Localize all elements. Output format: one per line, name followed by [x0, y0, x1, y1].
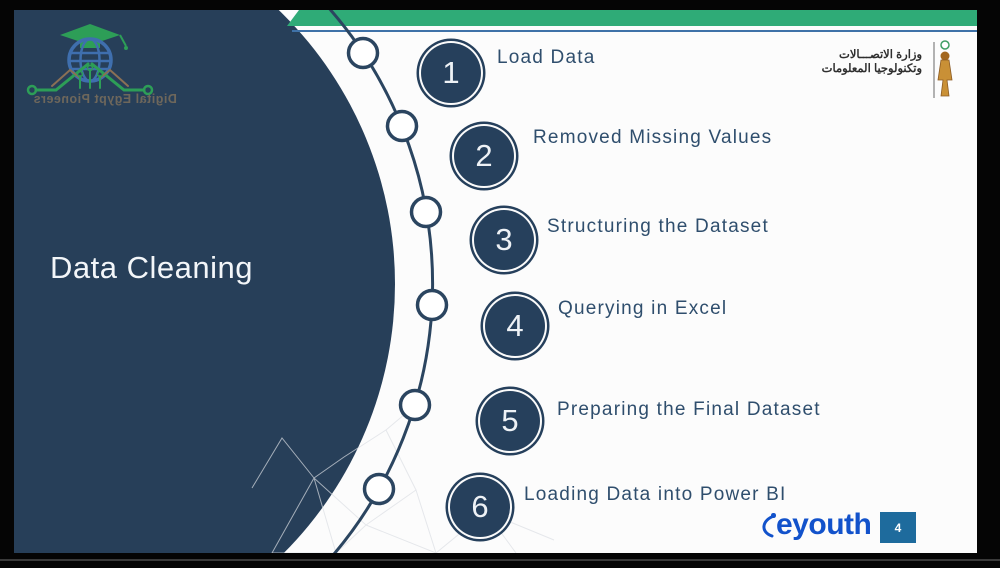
timeline-node-6	[362, 472, 396, 506]
step-6-number: 6	[471, 489, 489, 524]
slide: Digital Egypt Pioneers Data Cleaning وزا…	[14, 10, 977, 553]
dep-logo-icon	[26, 24, 154, 96]
step-2-label: Removed Missing Values	[533, 127, 773, 148]
graduation-cap-icon	[60, 24, 128, 50]
ministry-name: وزارة الاتصـــالات وتكنولوجيا المعلومات	[822, 48, 922, 76]
eyouth-wordmark: eyouth	[776, 508, 872, 541]
ministry-logo: وزارة الاتصـــالات وتكنولوجيا المعلومات	[822, 38, 955, 102]
timeline-node-2	[385, 109, 419, 143]
timeline-node-1	[346, 36, 380, 70]
blue-accent-line	[292, 29, 977, 32]
step-5-badge: 5	[480, 391, 540, 451]
ministry-name-line1: وزارة الاتصـــالات	[839, 49, 922, 61]
step-1-badge: 1	[421, 43, 481, 103]
timeline-node-3	[409, 195, 443, 229]
page-title: Data Cleaning	[50, 250, 253, 285]
step-6-badge: 6	[450, 477, 510, 537]
step-2-badge: 2	[454, 126, 514, 186]
globe-icon	[67, 37, 113, 83]
step-5-number: 5	[501, 403, 519, 438]
step-3-badge: 3	[474, 210, 534, 270]
eyouth-logo: eyouth	[758, 506, 898, 552]
page-number: 4	[894, 520, 902, 535]
dep-logo-text: Digital Egypt Pioneers	[33, 92, 177, 106]
step-1-number: 1	[442, 55, 460, 90]
step-1-label: Load Data	[497, 47, 596, 68]
green-accent-bar	[287, 10, 977, 26]
dep-logo: Digital Egypt Pioneers	[22, 18, 192, 114]
pharaoh-figure-icon	[933, 40, 953, 98]
timeline-node-4	[415, 288, 449, 322]
circuit-lines-icon	[26, 62, 154, 96]
step-4-number: 4	[506, 308, 524, 343]
step-4-badge: 4	[485, 296, 545, 356]
step-2-number: 2	[475, 138, 493, 173]
timeline-node-5	[398, 388, 432, 422]
step-6-label: Loading Data into Power BI	[524, 484, 787, 505]
step-4-label: Querying in Excel	[558, 298, 728, 319]
step-5-label: Preparing the Final Dataset	[557, 399, 821, 420]
page-number-badge: 4	[880, 512, 916, 543]
frame-hairline	[0, 559, 1000, 561]
step-3-label: Structuring the Dataset	[547, 216, 769, 237]
eyouth-swoosh-icon	[762, 514, 776, 538]
ministry-name-line2: وتكنولوجيا المعلومات	[821, 63, 922, 75]
step-3-number: 3	[495, 222, 513, 257]
